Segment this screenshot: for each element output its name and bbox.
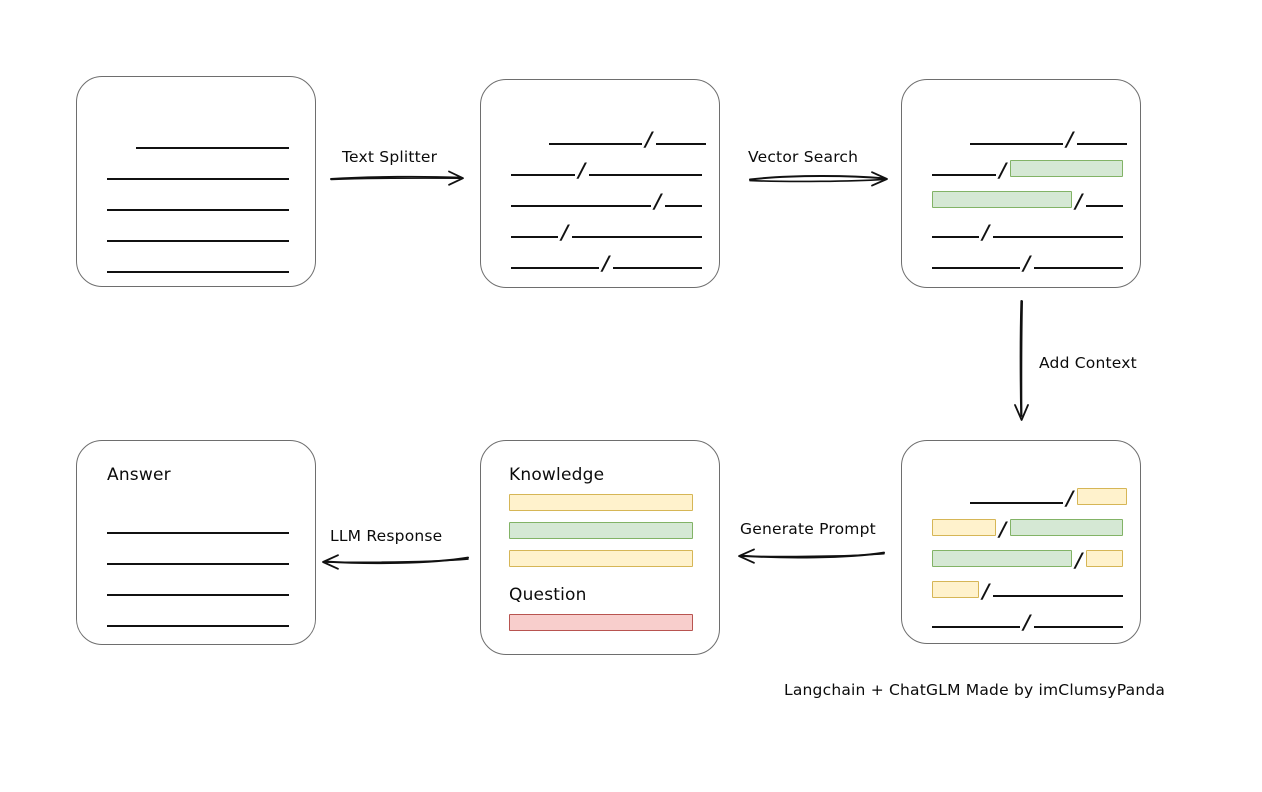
prompt-chip-yellow — [509, 550, 693, 567]
text-rule — [549, 143, 642, 145]
text-rule — [511, 174, 575, 176]
highlight-chip-yellow — [932, 519, 996, 536]
text-rule — [993, 236, 1123, 238]
text-rule — [932, 267, 1020, 269]
text-rule — [107, 532, 289, 534]
edge-label-generate-prompt: Generate Prompt — [740, 520, 876, 538]
node-source-document[interactable] — [76, 76, 316, 287]
text-rule — [656, 143, 706, 145]
highlight-chip-yellow — [932, 581, 979, 598]
node-split-document[interactable]: / / / / / — [480, 79, 720, 288]
text-rule — [613, 267, 702, 269]
text-rule — [107, 594, 289, 596]
highlight-chip-green — [1010, 519, 1123, 536]
edge-label-add-context: Add Context — [1039, 354, 1137, 372]
footer-credit: Langchain + ChatGLM Made by imClumsyPand… — [784, 681, 1166, 699]
separator-slash: / — [999, 158, 1007, 182]
separator-slash: / — [1023, 610, 1031, 634]
text-rule — [665, 205, 702, 207]
text-rule — [107, 625, 289, 627]
edge-arrow-llm-response — [322, 554, 469, 570]
edge-arrow-vector-search — [749, 171, 888, 187]
answer-title: Answer — [107, 465, 171, 485]
node-answer[interactable]: Answer — [76, 440, 316, 645]
separator-slash: / — [578, 158, 586, 182]
text-rule — [1034, 267, 1123, 269]
edge-arrow-text-splitter — [330, 170, 464, 186]
node-matched-document[interactable]: / / / / / — [901, 79, 1141, 288]
text-rule — [589, 174, 702, 176]
node-context-document[interactable]: / / / / / — [901, 440, 1141, 644]
knowledge-label: Knowledge — [509, 465, 605, 485]
separator-slash: / — [1075, 548, 1083, 572]
prompt-chip-red — [509, 614, 693, 631]
edge-label-vector-search: Vector Search — [748, 148, 859, 166]
node-prompt[interactable]: Knowledge Question — [480, 440, 720, 655]
separator-slash: / — [1075, 189, 1083, 213]
text-rule — [1034, 626, 1123, 628]
text-rule — [970, 143, 1063, 145]
highlight-chip-green — [932, 191, 1072, 208]
text-rule — [572, 236, 702, 238]
text-rule — [107, 563, 289, 565]
separator-slash: / — [1066, 486, 1074, 510]
text-rule — [932, 236, 979, 238]
text-rule — [136, 147, 289, 149]
highlight-chip-yellow — [1086, 550, 1123, 567]
text-rule — [107, 240, 289, 242]
prompt-chip-green — [509, 522, 693, 539]
separator-slash: / — [982, 579, 990, 603]
text-rule — [511, 205, 651, 207]
highlight-chip-green — [1010, 160, 1123, 177]
separator-slash: / — [1023, 251, 1031, 275]
text-rule — [107, 209, 289, 211]
text-rule — [993, 595, 1123, 597]
edge-label-llm-response: LLM Response — [330, 527, 443, 545]
edge-arrow-add-context — [1014, 300, 1029, 421]
edge-arrow-generate-prompt — [738, 548, 885, 564]
text-rule — [511, 236, 558, 238]
text-rule — [107, 178, 289, 180]
question-label: Question — [509, 585, 587, 605]
separator-slash: / — [645, 127, 653, 151]
edge-label-text-splitter: Text Splitter — [342, 148, 438, 166]
separator-slash: / — [654, 189, 662, 213]
text-rule — [1077, 143, 1127, 145]
text-rule — [970, 502, 1063, 504]
text-rule — [511, 267, 599, 269]
separator-slash: / — [561, 220, 569, 244]
separator-slash: / — [602, 251, 610, 275]
highlight-chip-yellow — [1077, 488, 1127, 505]
separator-slash: / — [982, 220, 990, 244]
text-rule — [107, 271, 289, 273]
highlight-chip-green — [932, 550, 1072, 567]
text-rule — [1086, 205, 1123, 207]
separator-slash: / — [1066, 127, 1074, 151]
text-rule — [932, 174, 996, 176]
prompt-chip-yellow — [509, 494, 693, 511]
separator-slash: / — [999, 517, 1007, 541]
text-rule — [932, 626, 1020, 628]
